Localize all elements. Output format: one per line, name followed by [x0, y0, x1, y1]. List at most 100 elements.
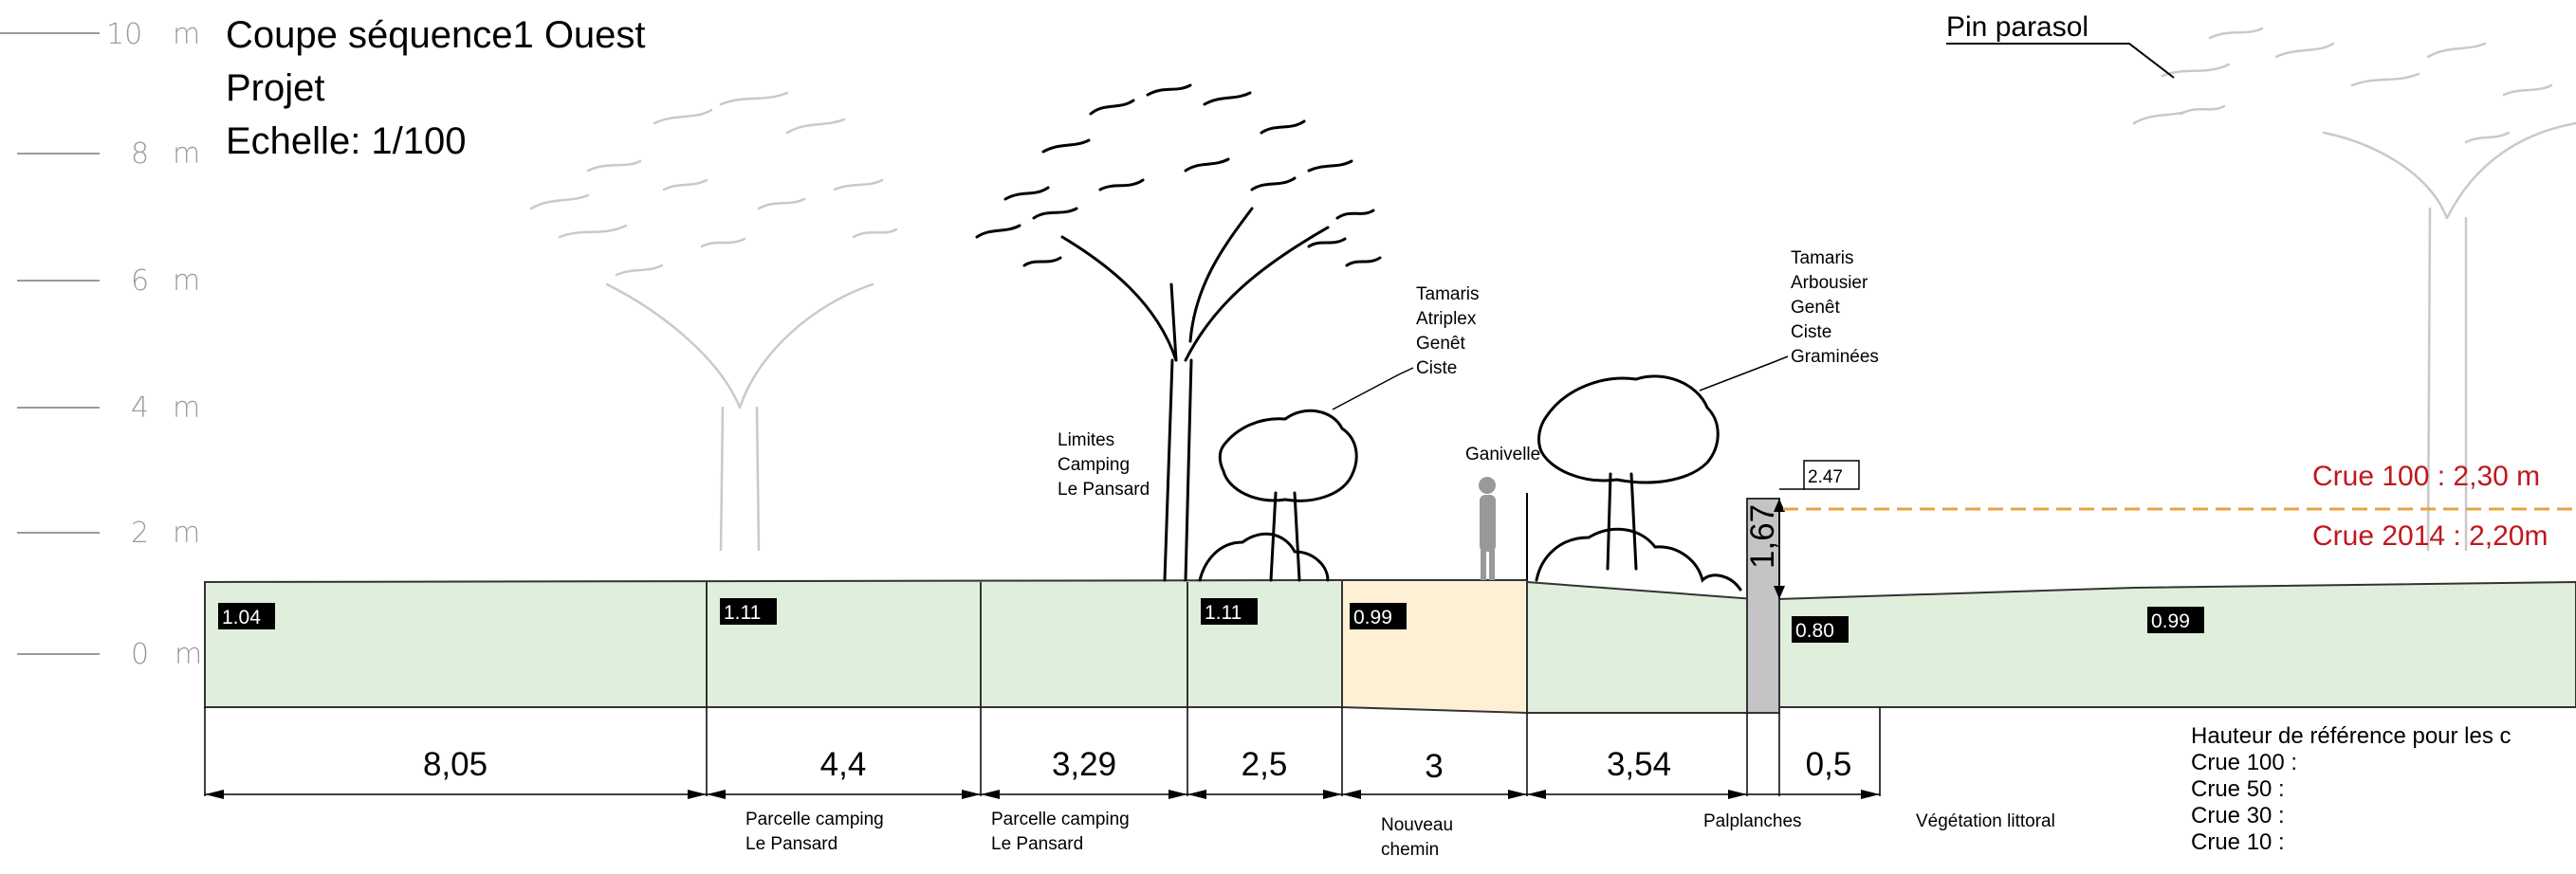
elevation-tags: 1.04 1.11 1.11 0.99 0.80 0.99 [218, 598, 2204, 643]
dimension-3: 3,29 [1052, 746, 1116, 783]
scale-label-6: 6 [131, 264, 149, 298]
elevation-tag-4 [1350, 603, 1407, 629]
elevation-tag-3-text: 1.11 [1205, 602, 1242, 624]
species-right-2: Arbousier [1791, 273, 1868, 293]
wall-top-value: 2.47 [1808, 467, 1843, 487]
dimension-line: 8,05 4,4 3,29 2,5 3 3,54 0,5 [204, 707, 1881, 799]
chemin-line1: Nouveau [1381, 815, 1453, 835]
elevation-tag-4-text: 0.99 [1353, 607, 1392, 628]
ground-right [1776, 580, 2576, 708]
parcelle2-line2: Le Pansard [991, 834, 1083, 854]
species-left-1: Tamaris [1416, 284, 1480, 304]
shrub-left [1198, 409, 1358, 582]
species-right-4: Ciste [1791, 322, 1831, 342]
ganivelle-label: Ganivelle [1465, 445, 1540, 464]
dim-arrow-5r [1527, 790, 1546, 799]
dim-arrow-2l [962, 790, 981, 799]
limites-line2: Camping [1058, 455, 1130, 475]
title-scale: Echelle: 1/100 [226, 120, 467, 162]
species-right-3: Genêt [1791, 298, 1840, 318]
background-tree-left [529, 91, 898, 552]
person-figure [1479, 477, 1496, 580]
scale-label-2: 2 [131, 517, 149, 550]
elevation-tag-5-text: 0.80 [1795, 620, 1834, 642]
reference-crue10: Crue 10 : [2191, 829, 2285, 855]
dim-arrow-1l [688, 790, 707, 799]
wall-height-arrow-bottom [1774, 586, 1785, 599]
dim-arrow-0r [205, 790, 224, 799]
species-left-4: Ciste [1416, 358, 1457, 378]
dim-arrow-8l [1861, 790, 1880, 799]
elevation-tag-3 [1201, 598, 1258, 625]
limites-line1: Limites [1058, 430, 1114, 450]
dimension-6: 3,54 [1607, 746, 1671, 783]
dim-arrow-3l [1168, 790, 1187, 799]
ground-middle [1526, 580, 1756, 714]
dimension-2: 4,4 [820, 746, 867, 783]
palplanches-label: Palplanches [1703, 811, 1802, 831]
scale-unit-0: m [175, 638, 202, 671]
palplanche-wall [1746, 498, 1780, 714]
scale-unit-6: m [173, 264, 200, 298]
flood-crue100-label: Crue 100 : 2,30 m [2312, 461, 2540, 492]
title-section: Coupe séquence1 Ouest [226, 14, 646, 56]
pin-parasol-label: Pin parasol [1946, 11, 2088, 43]
species-right-5: Graminées [1791, 347, 1879, 367]
wall-height-value: 1,67 [1744, 504, 1781, 569]
species-left-2: Atriplex [1416, 309, 1477, 329]
reference-header: Hauteur de référence pour les c [2191, 723, 2512, 749]
dimension-4: 2,5 [1242, 746, 1288, 783]
scale-label-10: 10 [106, 18, 142, 51]
parcelle2-line1: Parcelle camping [991, 810, 1130, 829]
dim-arrow-5l [1508, 790, 1527, 799]
scale-unit-8: m [173, 137, 200, 171]
dim-arrow-4l [1323, 790, 1342, 799]
central-tree [975, 83, 1382, 582]
elevation-tag-6-text: 0.99 [2151, 610, 2190, 632]
wall-height-annotation: 2.47 1,67 [1744, 460, 1860, 599]
title-block: Coupe séquence1 Ouest Projet Echelle: 1/… [226, 14, 646, 162]
title-projet: Projet [226, 67, 325, 109]
elevation-tag-6 [2147, 607, 2204, 633]
elevation-tag-2-text: 1.11 [724, 602, 761, 624]
ground-profile [204, 578, 2576, 715]
reference-heights: Hauteur de référence pour les c Crue 100… [2191, 723, 2512, 855]
wall-top-box [1803, 460, 1860, 490]
dim-arrow-3r [1187, 790, 1206, 799]
parcelle1-line2: Le Pansard [745, 834, 837, 854]
dim-arrow-2r [981, 790, 1000, 799]
species-right-leader [1699, 355, 1789, 391]
plant-annotations: Limites Camping Le Pansard Tamaris Atrip… [1058, 11, 2175, 500]
elevation-tag-2 [720, 598, 777, 625]
background-tree-right [2132, 27, 2576, 552]
limites-line3: Le Pansard [1058, 480, 1150, 500]
dim-arrow-4r [1342, 790, 1361, 799]
dimension-7: 0,5 [1806, 746, 1852, 783]
reference-crue30: Crue 30 : [2191, 803, 2285, 828]
scale-unit-4: m [173, 391, 200, 425]
dim-arrow-1r [707, 790, 726, 799]
dimension-1: 8,05 [423, 746, 488, 783]
elevation-tag-1-text: 1.04 [222, 607, 261, 628]
scale-label-8: 8 [131, 137, 149, 171]
nouveau-chemin-surface [1341, 579, 1528, 715]
wall-height-arrow-top [1774, 499, 1785, 512]
species-left-3: Genêt [1416, 334, 1465, 354]
elevation-tag-5 [1792, 616, 1849, 643]
shrub-right [1535, 374, 1742, 592]
flood-crue2014-label: Crue 2014 : 2,20m [2312, 520, 2548, 552]
dimension-5: 3 [1425, 748, 1443, 785]
zone-labels: Parcelle camping Le Pansard Parcelle cam… [745, 810, 2055, 860]
height-scale: 10 8 6 4 2 0 m m m m m m [0, 18, 202, 671]
species-left-leader [1332, 367, 1414, 410]
scale-label-0: 0 [131, 638, 149, 671]
scale-unit-2: m [173, 517, 200, 550]
species-right-1: Tamaris [1791, 248, 1854, 268]
pin-parasol-leader [1946, 43, 2175, 79]
dim-arrow-6l [1728, 790, 1747, 799]
reference-crue100: Crue 100 : [2191, 750, 2297, 775]
chemin-line2: chemin [1381, 840, 1439, 860]
vegetation-label: Végétation littoral [1916, 811, 2055, 831]
elevation-tag-1 [218, 603, 275, 629]
